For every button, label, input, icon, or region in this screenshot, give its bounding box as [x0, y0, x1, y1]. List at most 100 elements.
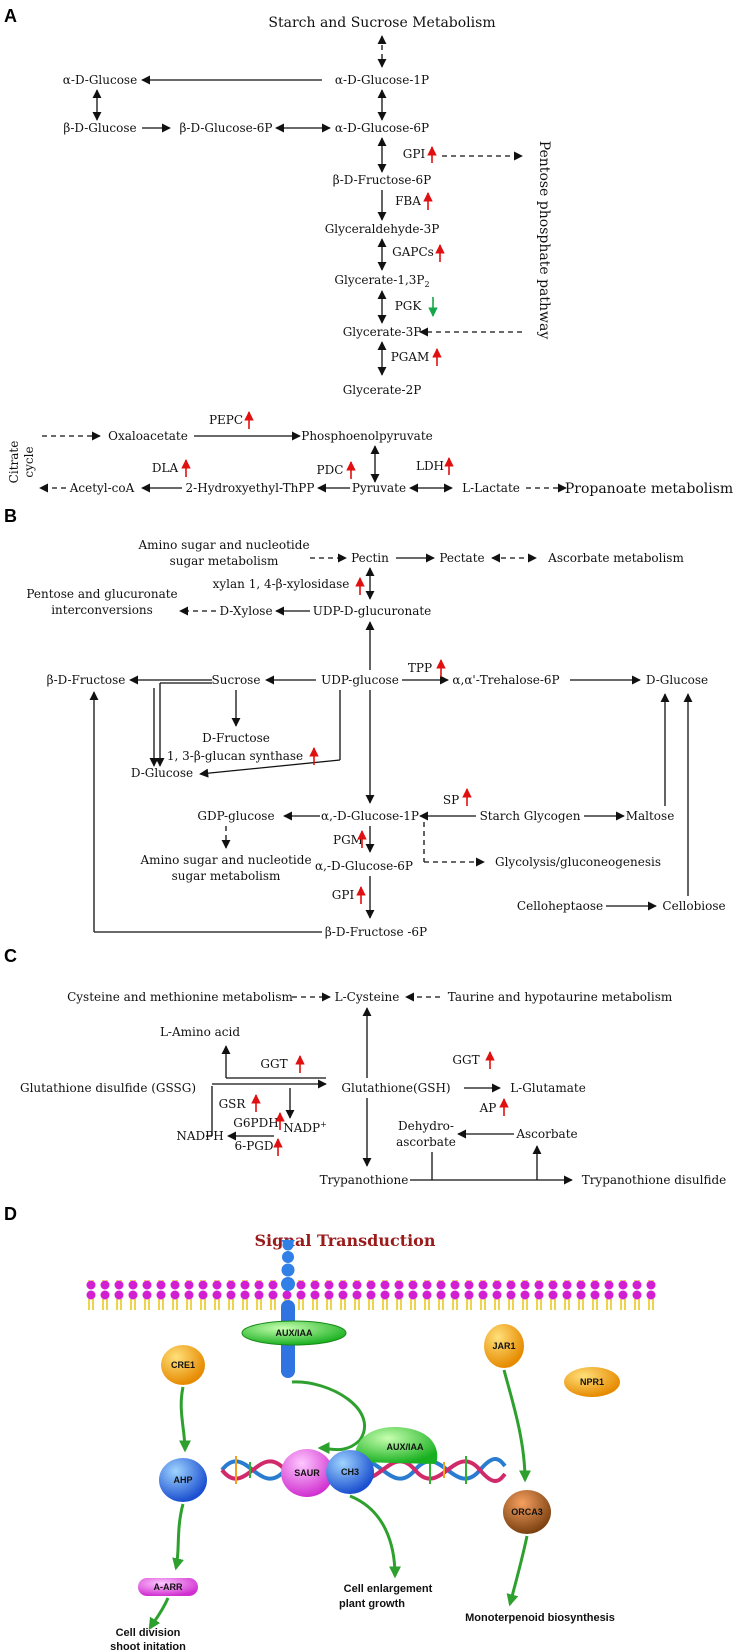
arrow-cre1-to-ahp: [178, 1386, 191, 1453]
cell-membrane: [84, 1280, 658, 1310]
enzyme-gapcs: GAPCs: [392, 245, 434, 259]
saur-protein: [281, 1449, 333, 1497]
node-nadp-plus: NADP+: [283, 1120, 327, 1135]
node-glycerate-2p: Glycerate-2P: [343, 383, 422, 397]
enzyme-pgm: PGM: [333, 833, 363, 847]
node-acetyl-coa: Acetyl-coA: [69, 481, 135, 495]
node-propanoate-metabolism: Propanoate metabolism: [565, 481, 733, 497]
node-udp-glucose: UDP-glucose: [321, 673, 399, 687]
node-glycolysis: Glycolysis/gluconeogenesis: [495, 855, 661, 869]
aux-iaa-membrane-protein: [241, 1320, 347, 1346]
node-amino-sugar-2a: Amino sugar and nucleotide: [139, 853, 311, 867]
node-citrate: Citrate: [7, 441, 21, 484]
node-alpha-d-glucose-1p-b: α,-D-Glucose-1P: [321, 809, 419, 823]
node-alpha-d-glucose-6p: α-D-Glucose-6P: [335, 121, 429, 135]
node-dehydroascorbate-1: Dehydro-: [398, 1119, 454, 1133]
node-taurine: Taurine and hypotaurine metabolism: [448, 990, 673, 1004]
node-glutathione-gsh: Glutathione(GSH): [341, 1081, 450, 1095]
saur-label: SAUR: [294, 1468, 320, 1478]
arrow-receptor-to-saur: [291, 1380, 367, 1455]
orca3-label: ORCA3: [511, 1507, 543, 1517]
enzyme-xylan: xylan 1, 4-β-xylosidase: [213, 577, 350, 591]
node-cysteine-methionine: Cysteine and methionine metabolism: [67, 990, 293, 1004]
label-monoterpenoid-biosynthesis: Monoterpenoid biosynthesis: [465, 1612, 615, 1624]
enzyme-ggt-1: GGT: [260, 1057, 287, 1071]
aux-iaa-membrane-label: AUX/IAA: [275, 1328, 313, 1338]
a-arr-label: A-ARR: [154, 1582, 183, 1592]
enzyme-gpi-b: GPI: [332, 888, 355, 902]
panel-label-c: C: [4, 946, 17, 966]
node-phosphoenolpyruvate: Phosphoenolpyruvate: [301, 429, 433, 443]
arrow-jar1-to-orca3: [502, 1369, 531, 1483]
ch3-protein: [326, 1450, 374, 1494]
node-d-xylose: D-Xylose: [219, 604, 272, 618]
enzyme-g6pdh: G6PDH: [233, 1116, 278, 1130]
node-starch-glycogen: Starch Glycogen: [480, 809, 581, 823]
node-trypanothione-disulfide: Trypanothione disulfide: [582, 1173, 727, 1187]
enzyme-ggt-2: GGT: [452, 1053, 479, 1067]
node-l-glutamate: L-Glutamate: [510, 1081, 586, 1095]
cre1-protein: [161, 1345, 205, 1385]
jar1-protein: [484, 1324, 524, 1368]
enzyme-ap: AP: [479, 1101, 497, 1115]
node-sucrose: Sucrose: [212, 673, 261, 687]
label-cell-division: Cell division: [116, 1627, 181, 1639]
node-oxaloacetate: Oxaloacetate: [108, 429, 188, 443]
node-dehydroascorbate-2: ascorbate: [396, 1135, 456, 1149]
node-pyruvate: Pyruvate: [352, 481, 406, 495]
node-glycerate-3p: Glycerate-3P: [343, 325, 422, 339]
node-starch-sucrose-metabolism: Starch and Sucrose Metabolism: [268, 15, 495, 31]
npr1-label: NPR1: [580, 1377, 604, 1387]
node-alpha-d-glucose: α-D-Glucose: [63, 73, 137, 87]
node-pentose-glucuronate-1: Pentose and glucuronate: [26, 587, 177, 601]
node-beta-d-fructose: β-D-Fructose: [47, 673, 126, 687]
enzyme-sp: SP: [443, 793, 459, 807]
enzyme-fba: FBA: [395, 194, 421, 208]
orca3-protein: [503, 1490, 551, 1534]
node-nadph: NADPH: [176, 1129, 223, 1143]
panel-label-b: B: [4, 506, 17, 526]
enzyme-dla: DLA: [152, 461, 179, 475]
node-beta-d-fructose-6p-b: β-D-Fructose -6P: [325, 925, 427, 939]
node-pectate: Pectate: [439, 551, 484, 565]
node-glycerate-13p2: Glycerate-1,3P2: [334, 273, 429, 289]
node-d-glucose-left: D-Glucose: [131, 766, 193, 780]
node-pentose-phosphate-pathway: Pentose phosphate pathway: [536, 141, 552, 340]
node-alpha-d-glucose-6p-b: α,-D-Glucose-6P: [315, 859, 413, 873]
aux-iaa-dna-protein: [355, 1426, 438, 1464]
ahp-protein: [159, 1458, 207, 1502]
node-l-amino-acid: L-Amino acid: [160, 1025, 240, 1039]
node-amino-sugar-1a: Amino sugar and nucleotide: [137, 538, 309, 552]
node-gdp-glucose: GDP-glucose: [197, 809, 274, 823]
node-pectin: Pectin: [351, 551, 389, 565]
node-trypanothione: Trypanothione: [320, 1173, 409, 1187]
node-d-glucose-right: D-Glucose: [646, 673, 708, 687]
node-pentose-glucuronate-2: interconversions: [51, 603, 153, 617]
enzyme-tpp: TPP: [408, 661, 432, 675]
node-celloheptaose: Celloheptaose: [517, 899, 603, 913]
node-2-hydroxyethyl-thpp: 2-Hydroxyethyl-ThPP: [186, 481, 315, 495]
node-trehalose-6p: α,α'-Trehalose-6P: [452, 673, 559, 687]
auxin-receptor: [281, 1239, 295, 1378]
ch3-label: CH3: [341, 1467, 359, 1477]
enzyme-pepc: PEPC: [209, 413, 243, 427]
enzyme-glucan-synthase: 1, 3-β-glucan synthase: [167, 749, 303, 763]
arrow-orca3-to-mono: [506, 1535, 529, 1607]
node-d-fructose: D-Fructose: [202, 731, 270, 745]
node-amino-sugar-1b: sugar metabolism: [170, 554, 279, 568]
node-alpha-d-glucose-1p: α-D-Glucose-1P: [335, 73, 429, 87]
node-beta-d-glucose: β-D-Glucose: [63, 121, 136, 135]
cre1-label: CRE1: [171, 1360, 195, 1370]
node-cellobiose: Cellobiose: [662, 899, 725, 913]
node-glyceraldehyde-3p: Glyceraldehyde-3P: [325, 222, 440, 236]
enzyme-pgk: PGK: [395, 299, 423, 313]
arrow-aarr-to-celldiv: [148, 1597, 170, 1631]
node-l-lactate: L-Lactate: [462, 481, 520, 495]
arrow-ahp-to-aarr: [172, 1503, 185, 1571]
signal-transduction-title: Signal Transduction: [255, 1231, 436, 1250]
panel-label-d: D: [4, 1204, 17, 1224]
ahp-label: AHP: [173, 1475, 192, 1485]
jar1-label: JAR1: [492, 1341, 515, 1351]
aux-iaa-dna-label: AUX/IAA: [386, 1442, 424, 1452]
